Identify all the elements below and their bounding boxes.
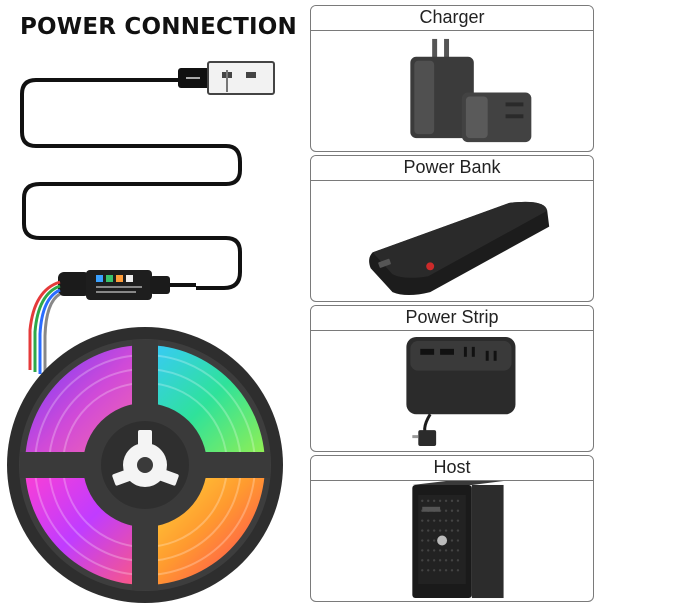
bluetooth-controller-icon bbox=[58, 270, 196, 300]
charger-icon bbox=[410, 38, 532, 143]
panel-power-bank: Power Bank bbox=[310, 155, 594, 302]
panel-charger: Charger bbox=[310, 5, 594, 152]
panel-host: Host bbox=[310, 455, 594, 602]
led-strip-illustration bbox=[7, 61, 283, 603]
panel-label-power-strip: Power Strip bbox=[311, 306, 593, 331]
panel-label-charger: Charger bbox=[311, 6, 593, 31]
panel-label-host: Host bbox=[311, 456, 593, 481]
page-title: POWER CONNECTION bbox=[20, 14, 297, 40]
panel-power-strip: Power Strip bbox=[310, 305, 594, 452]
panel-label-power-bank: Power Bank bbox=[311, 156, 593, 181]
led-reel-icon bbox=[7, 327, 283, 603]
host-computer-icon bbox=[412, 481, 504, 599]
cable bbox=[20, 78, 242, 290]
power-bank-icon bbox=[369, 201, 550, 296]
usb-plug-icon bbox=[178, 61, 275, 95]
power-strip-icon bbox=[406, 336, 516, 447]
